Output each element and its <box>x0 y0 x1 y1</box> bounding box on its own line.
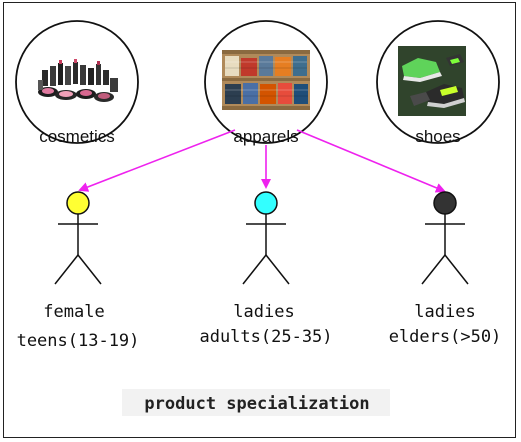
edges <box>78 129 446 193</box>
category-label: apparels <box>233 127 298 146</box>
persona-teens: female teens(13-19) <box>17 191 140 351</box>
folded-clothes-shelf-image <box>222 50 310 110</box>
stick-figure-leg-right <box>444 254 469 285</box>
persona-label-line2: elders(>50) <box>389 327 502 347</box>
arrow-apparels-to-elders <box>296 129 446 193</box>
persona-elders: ladies elders(>50) <box>389 191 502 347</box>
stick-figure-leg-left <box>421 254 446 285</box>
cosmetics-products-image <box>38 59 118 102</box>
category-label: shoes <box>415 127 460 146</box>
stick-figure-head <box>254 191 278 215</box>
stick-figure-leg-left <box>242 254 267 285</box>
stick-figure-leg-left <box>54 254 79 285</box>
stick-figure-leg-right <box>265 254 290 285</box>
caption-text: product specialization <box>144 394 369 414</box>
caption-background <box>122 389 390 416</box>
persona-adults: ladies adults(25-35) <box>199 191 333 347</box>
persona-label-line1: female <box>43 302 104 322</box>
category-apparels: apparels <box>204 20 328 146</box>
category-shoes: shoes <box>376 20 500 146</box>
persona-label-line1: ladies <box>233 302 294 322</box>
stick-figure-leg-right <box>77 254 102 285</box>
persona-label-line2: adults(25-35) <box>199 327 332 347</box>
caption: product specialization <box>122 389 390 416</box>
stick-figure-head <box>66 191 90 215</box>
category-cosmetics: cosmetics <box>15 20 139 146</box>
stick-figure-head <box>433 191 457 215</box>
persona-label-line2: teens(13-19) <box>17 331 140 351</box>
arrow-apparels-to-teens <box>78 129 236 192</box>
sneakers-image <box>398 46 466 116</box>
category-label: cosmetics <box>39 127 115 146</box>
persona-label-line1: ladies <box>414 302 475 322</box>
